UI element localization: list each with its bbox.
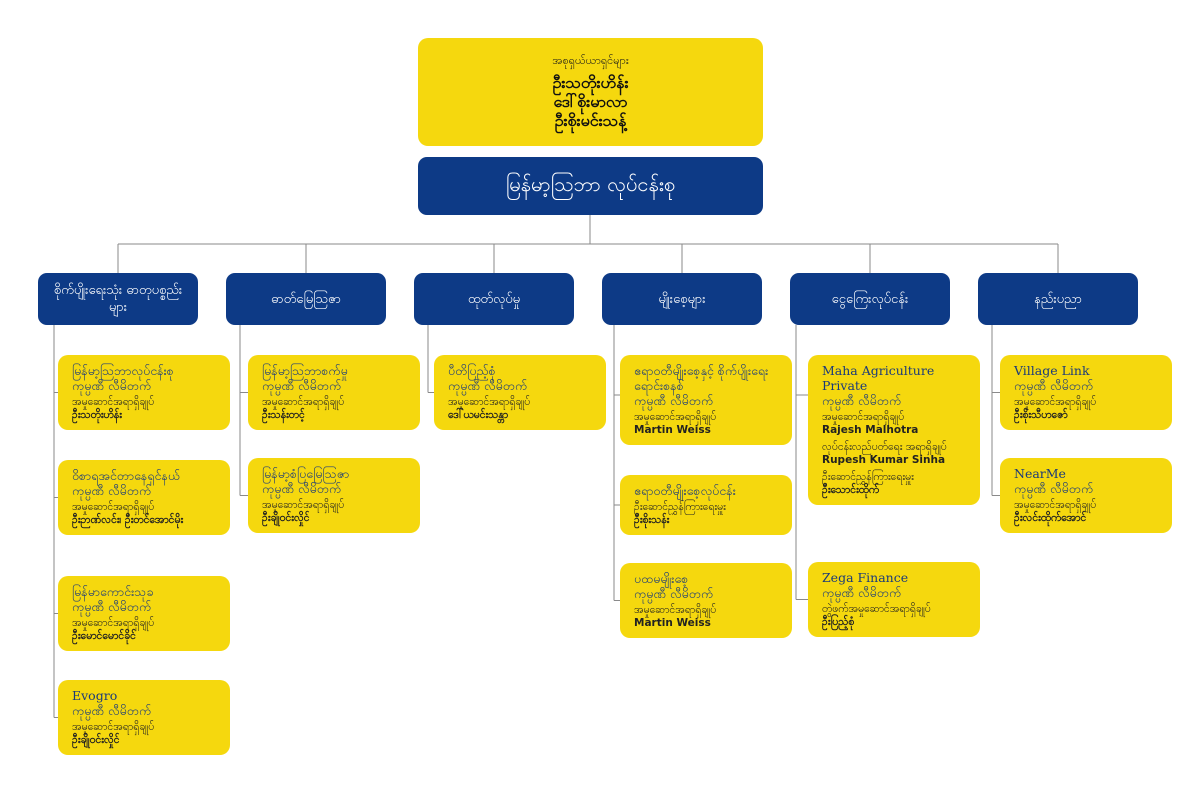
person-name: Martin Weiss	[634, 617, 711, 629]
person-role: အမှုဆောင်အရာရှိချုပ်	[72, 721, 155, 733]
person-role: လုပ်ငန်းလည်ပတ်ရေး အရာရှိချုပ်	[822, 441, 947, 453]
company-card: မြန်မာ့စံပြမြေသြဇာကုမ္ပဏီ လီမိတက်အမှုဆော…	[248, 458, 420, 533]
company-name: မြန်မာ့သြဘာစက်မှု	[262, 363, 348, 378]
person-name: ဦးပြည့်စုံ	[822, 616, 855, 628]
company-name: Evogro	[72, 688, 118, 703]
person-name: ဦးသန်းတင့်	[262, 409, 305, 421]
person-role: အမှုဆောင်အရာရှိချုပ်	[634, 604, 717, 616]
company-name: မြန်မာ့စံပြမြေသြဇာ	[262, 466, 350, 481]
company-suffix: ကုမ္ပဏီ လီမိတက်	[1014, 481, 1094, 496]
company-card: ဝိစာရအင်တာနေရှင်နယ်ကုမ္ပဏီ လီမိတက်အမှုဆေ…	[58, 460, 230, 535]
person-role: အမှုဆောင်အရာရှိချုပ်	[72, 396, 155, 408]
company-suffix: ကုမ္ပဏီ လီမိတက်	[822, 585, 902, 600]
company-name: Village Link	[1014, 363, 1090, 378]
department-box: ငွေကြေးလုပ်ငန်း	[790, 273, 950, 325]
person-name: ဦးဉာဏ်လင်း၊ ဦးတင်အောင်မိုး	[72, 514, 184, 526]
person-name: ဒေါ်ယမင်းသန္တာ	[448, 409, 509, 421]
person-role: အမှုဆောင်အရာရှိချုပ်	[72, 501, 155, 513]
person-name: Rupesh Kumar Sinha	[822, 454, 946, 466]
department-label: ငွေကြေးလုပ်ငန်း	[831, 291, 909, 307]
company-suffix: ကုမ္ပဏီ လီမိတက်	[634, 586, 714, 601]
person-name: Martin Weiss	[634, 424, 711, 436]
company-name: Zega Finance	[822, 570, 909, 585]
company-name: ဧရာဝတီမျိုးစေ့နှင့် စိုက်ပျိုးရေးရောင်းစ…	[634, 363, 769, 393]
person-role: အမှုဆောင်အရာရှိချုပ်	[262, 499, 345, 511]
person-role: အမှုဆောင်အရာရှိချုပ်	[822, 411, 905, 423]
person-role: ဦးဆောင်ညွှန်ကြားရေးမှူး	[634, 501, 726, 513]
company-suffix: ကုမ္ပဏီ လီမိတက်	[72, 483, 152, 498]
company-name: မြန်မာ့သြဘာလုပ်ငန်းစု	[72, 363, 174, 378]
person-role: အမှုဆောင်အရာရှိချုပ်	[72, 617, 155, 629]
company-card: ပီတိပြည့်စုံကုမ္ပဏီ လီမိတက်အမှုဆောင်အရာရ…	[434, 355, 606, 430]
department-box: ဓာတ်မြေသြဇာ	[226, 273, 386, 325]
company-name: မြန်မာကောင်းသုခ	[72, 584, 154, 599]
person-role: တွဲဖက်အမှုဆောင်အရာရှိချုပ်	[822, 603, 931, 615]
company-card: မြန်မာ့သြဘာလုပ်ငန်းစုကုမ္ပဏီ လီမိတက်အမှု…	[58, 355, 230, 430]
person-name: ဦးစိုးသီဟဇော်	[1014, 409, 1068, 421]
person-name: ဦးချို၀င်းလှိုင်	[262, 512, 310, 524]
department-label: ထုတ်လုပ်မှု	[467, 291, 521, 307]
company-card: ဧရာဝတီမျိုးစေ့လုပ်ငန်းဦးဆောင်ညွှန်ကြားရေ…	[620, 475, 792, 535]
person-name: Rajesh Malhotra	[822, 424, 919, 436]
shareholder-name: ဦးသတိုးဟိန်း	[552, 73, 629, 92]
department-box: မျိုးစေ့များ	[602, 273, 762, 325]
company-name: ပီတိပြည့်စုံ	[448, 363, 496, 378]
department-label: မျိုးစေ့များ	[658, 291, 706, 307]
shareholder-name: ဦးစိုးမင်းသန့်	[554, 111, 627, 130]
person-name: ဦးချို၀င်းလှိုင်	[72, 734, 120, 746]
company-name: ဝိစာရအင်တာနေရှင်နယ်	[72, 468, 181, 483]
person-name: ဦးသတိုးဟိန်း	[72, 409, 122, 421]
group-title: မြန်မာ့သြဘာ လုပ်ငန်းစု	[505, 172, 676, 196]
group-title-box: မြန်မာ့သြဘာ လုပ်ငန်းစု	[418, 157, 763, 215]
company-name: ပထမမျိုးစေ့	[634, 571, 689, 586]
person-name: ဦးစိုးသန်း	[634, 514, 670, 526]
company-suffix: ကုမ္ပဏီ လီမိတက်	[72, 378, 152, 393]
person-name: ဦးလင်းထိုက်အောင်	[1014, 512, 1087, 524]
company-suffix: ကုမ္ပဏီ လီမိတက်	[72, 599, 152, 614]
person-role: အမှုဆောင်အရာရှိချုပ်	[262, 396, 345, 408]
company-name: Maha Agriculture Private	[822, 363, 935, 393]
department-label: စိုက်ပျိုးရေးသုံး ဓာတုပစ္စည်းများ	[53, 283, 183, 315]
company-suffix: ကုမ္ပဏီ လီမိတက်	[1014, 378, 1094, 393]
person-role: အမှုဆောင်အရာရှိချုပ်	[448, 396, 531, 408]
person-role: ဦးဆောင်ညွှန်ကြားရေးမှူး	[822, 471, 914, 483]
shareholder-name: ဒေါ်စိုးမာလာ	[553, 92, 628, 111]
department-box: နည်းပညာ	[978, 273, 1138, 325]
person-role: အမှုဆောင်အရာရှိချုပ်	[634, 411, 717, 423]
company-card: ပထမမျိုးစေ့ကုမ္ပဏီ လီမိတက်အမှုဆောင်အရာရှ…	[620, 563, 792, 638]
company-card: မြန်မာ့သြဘာစက်မှုကုမ္ပဏီ လီမိတက်အမှုဆောင…	[248, 355, 420, 430]
company-suffix: ကုမ္ပဏီ လီမိတက်	[634, 393, 714, 408]
department-box: စိုက်ပျိုးရေးသုံး ဓာတုပစ္စည်းများ	[38, 273, 198, 325]
department-label: နည်းပညာ	[1034, 291, 1082, 307]
company-name: NearMe	[1014, 466, 1066, 481]
company-suffix: ကုမ္ပဏီ လီမိတက်	[262, 481, 342, 496]
company-card: မြန်မာကောင်းသုခကုမ္ပဏီ လီမိတက်အမှုဆောင်အ…	[58, 576, 230, 651]
company-suffix: ကုမ္ပဏီ လီမိတက်	[448, 378, 528, 393]
department-label: ဓာတ်မြေသြဇာ	[270, 291, 342, 307]
person-name: ဦးမောင်မောင်ခိုင်	[72, 630, 136, 642]
company-name: ဧရာဝတီမျိုးစေ့လုပ်ငန်း	[634, 483, 736, 498]
person-role: အမှုဆောင်အရာရှိချုပ်	[1014, 499, 1097, 511]
company-suffix: ကုမ္ပဏီ လီမိတက်	[262, 378, 342, 393]
company-suffix: ကုမ္ပဏီ လီမိတက်	[72, 703, 152, 718]
department-box: ထုတ်လုပ်မှု	[414, 273, 574, 325]
person-name: ဦးသောင်းထိုက်	[822, 484, 880, 496]
company-suffix: ကုမ္ပဏီ လီမိတက်	[822, 393, 902, 408]
shareholders-caption: အစုရှယ်ယာရှင်များ	[552, 54, 629, 67]
company-card: ဧရာဝတီမျိုးစေ့နှင့် စိုက်ပျိုးရေးရောင်းစ…	[620, 355, 792, 445]
shareholders-box: အစုရှယ်ယာရှင်များ ဦးသတိုးဟိန်း ဒေါ်စိုးမ…	[418, 38, 763, 146]
person-role: အမှုဆောင်အရာရှိချုပ်	[1014, 396, 1097, 408]
